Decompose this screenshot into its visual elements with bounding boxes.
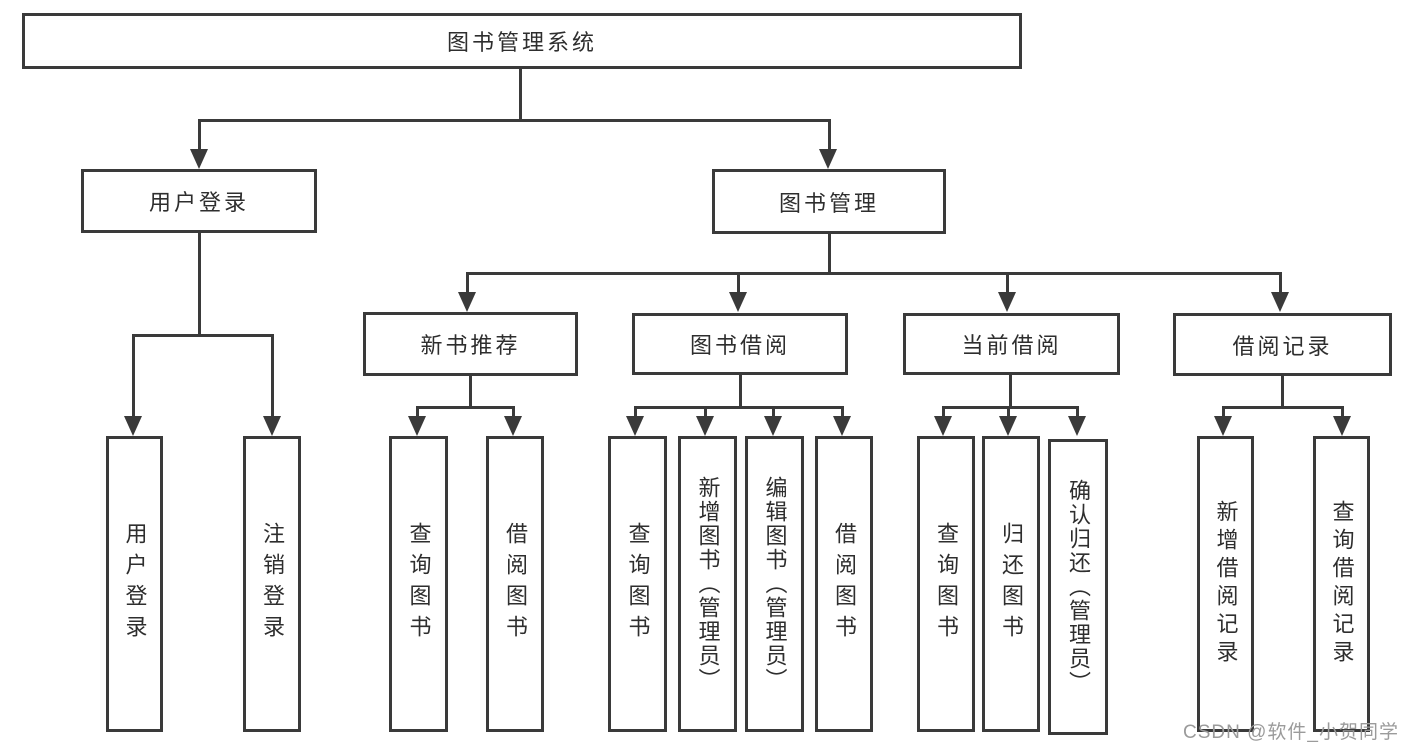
connector-line xyxy=(828,234,831,275)
arrow-down-icon xyxy=(1214,416,1232,436)
node-new-book-recommend-label: 新书推荐 xyxy=(420,333,521,358)
leaf-add-borrow-record-label: 新增借阅记录 xyxy=(1213,500,1239,668)
connector-line xyxy=(1281,376,1284,409)
leaf-query-borrow-record: 查询借阅记录 xyxy=(1313,436,1370,732)
leaf-borrowing-query-book: 查询图书 xyxy=(608,436,667,732)
leaf-recommend-query-book-label: 查询图书 xyxy=(406,522,432,646)
arrow-down-icon xyxy=(764,416,782,436)
connector-line xyxy=(466,272,1282,275)
connector-line xyxy=(1222,406,1343,409)
connector-line xyxy=(132,334,274,337)
connector-line xyxy=(1006,272,1009,296)
connector-line xyxy=(512,406,515,420)
arrow-down-icon xyxy=(729,292,747,312)
connector-line xyxy=(466,272,469,296)
node-book-borrowing-label: 图书借阅 xyxy=(689,333,790,358)
node-borrowing-records-label: 借阅记录 xyxy=(1232,333,1333,359)
arrow-down-icon xyxy=(696,416,714,436)
leaf-logout-label: 注销登录 xyxy=(260,522,285,646)
connector-line xyxy=(198,119,831,122)
leaf-edit-book-admin: 编辑图书（管理员） xyxy=(745,436,804,732)
connector-line xyxy=(1076,406,1079,420)
leaf-confirm-return-admin: 确认归还（管理员） xyxy=(1048,439,1108,735)
arrow-down-icon xyxy=(998,292,1016,312)
leaf-return-book: 归还图书 xyxy=(982,436,1040,732)
connector-line xyxy=(1222,406,1225,420)
connector-line xyxy=(416,406,419,420)
leaf-add-book-admin-label: 新增图书（管理员） xyxy=(695,476,721,692)
leaf-borrow-book: 借阅图书 xyxy=(815,436,873,732)
arrow-down-icon xyxy=(934,416,952,436)
leaf-recommend-borrow-book: 借阅图书 xyxy=(486,436,544,732)
connector-line xyxy=(942,406,1078,409)
connector-line xyxy=(704,406,707,420)
connector-line xyxy=(469,376,472,409)
arrow-down-icon xyxy=(190,149,208,169)
leaf-logout: 注销登录 xyxy=(243,436,301,732)
leaf-edit-book-admin-label: 编辑图书（管理员） xyxy=(762,476,788,692)
node-book-management-label: 图书管理 xyxy=(778,190,879,216)
connector-line xyxy=(772,406,775,420)
node-borrowing-records: 借阅记录 xyxy=(1173,313,1392,376)
node-current-borrowing-label: 当前借阅 xyxy=(961,333,1062,358)
leaf-current-query-book-label: 查询图书 xyxy=(934,522,959,646)
leaf-recommend-borrow-book-label: 借阅图书 xyxy=(503,522,528,646)
connector-line xyxy=(942,406,945,420)
connector-line xyxy=(1007,406,1010,420)
leaf-current-query-book: 查询图书 xyxy=(917,436,975,732)
arrow-down-icon xyxy=(458,292,476,312)
node-user-login-branch: 用户登录 xyxy=(81,169,317,233)
connector-line xyxy=(198,119,201,151)
leaf-confirm-return-admin-label: 确认归还（管理员） xyxy=(1066,479,1091,695)
connector-line xyxy=(1279,272,1282,296)
connector-line xyxy=(198,233,201,337)
csdn-watermark: CSDN @软件_小贺同学 xyxy=(1183,722,1399,743)
connector-line xyxy=(737,272,740,296)
leaf-add-borrow-record: 新增借阅记录 xyxy=(1197,436,1254,732)
arrow-down-icon xyxy=(626,416,644,436)
node-new-book-recommend: 新书推荐 xyxy=(363,312,578,376)
node-root: 图书管理系统 xyxy=(22,13,1022,69)
leaf-user-login-label: 用户登录 xyxy=(122,522,148,646)
node-root-label: 图书管理系统 xyxy=(446,30,597,55)
leaf-recommend-query-book: 查询图书 xyxy=(389,436,448,732)
connector-line xyxy=(132,334,135,418)
arrow-down-icon xyxy=(504,416,522,436)
connector-line xyxy=(841,406,844,420)
leaf-return-book-label: 归还图书 xyxy=(999,522,1024,646)
node-book-management: 图书管理 xyxy=(712,169,946,234)
connector-line xyxy=(828,119,831,151)
connector-line xyxy=(739,375,742,409)
node-current-borrowing: 当前借阅 xyxy=(903,313,1120,375)
leaf-borrow-book-label: 借阅图书 xyxy=(832,522,857,646)
arrow-down-icon xyxy=(263,416,281,436)
connector-line xyxy=(271,334,274,418)
leaf-add-book-admin: 新增图书（管理员） xyxy=(678,436,737,732)
arrow-down-icon xyxy=(819,149,837,169)
connector-line xyxy=(634,406,637,420)
arrow-down-icon xyxy=(833,416,851,436)
leaf-query-borrow-record-label: 查询借阅记录 xyxy=(1329,500,1355,668)
connector-line xyxy=(1009,375,1012,409)
connector-line xyxy=(1341,406,1344,420)
node-book-borrowing: 图书借阅 xyxy=(632,313,848,375)
arrow-down-icon xyxy=(124,416,142,436)
arrow-down-icon xyxy=(1068,416,1086,436)
leaf-user-login: 用户登录 xyxy=(106,436,163,732)
connector-line xyxy=(634,406,843,409)
node-user-login-branch-label: 用户登录 xyxy=(148,190,249,215)
arrow-down-icon xyxy=(408,416,426,436)
connector-line xyxy=(416,406,515,409)
arrow-down-icon xyxy=(1333,416,1351,436)
arrow-down-icon xyxy=(999,416,1017,436)
arrow-down-icon xyxy=(1271,292,1289,312)
connector-line xyxy=(519,69,522,121)
leaf-borrowing-query-book-label: 查询图书 xyxy=(625,522,651,646)
